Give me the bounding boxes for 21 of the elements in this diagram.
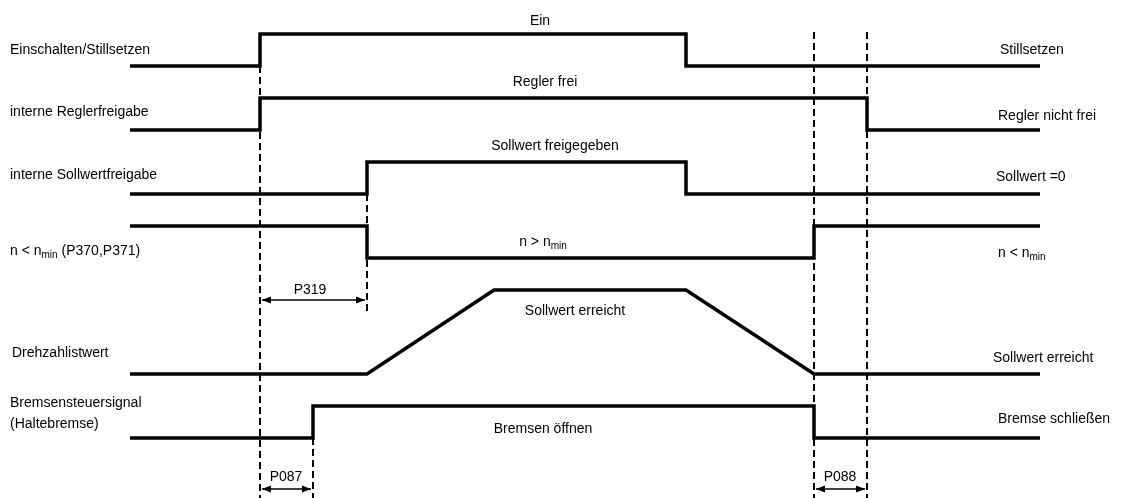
state-label: Bremse schließen <box>998 410 1111 426</box>
state-label: Ein <box>529 12 551 28</box>
state-label: Bremsen öffnen <box>493 420 593 436</box>
state-label: Stillsetzen <box>1000 41 1064 57</box>
state-label: Sollwert erreicht <box>524 302 626 318</box>
state-label: n > n$_{min}$ <box>519 233 567 249</box>
signal-label: Bremsensteuersignal (Haltebremse) <box>10 393 143 433</box>
state-label: Regler nicht frei <box>998 107 1097 123</box>
signal-label: interne Reglerfreigabe <box>10 103 149 119</box>
signal-label: Drehzahlistwert <box>12 344 109 360</box>
state-label: Sollwert erreicht <box>993 349 1094 365</box>
state-label: Sollwert =0 <box>996 168 1066 184</box>
signal-label: interne Sollwertfreigabe <box>10 166 158 182</box>
state-label: Regler frei <box>512 73 578 89</box>
dimension-label: P088 <box>823 468 857 484</box>
dimension-label: P319 <box>293 281 327 297</box>
signal-label: n < n$_{min}$ (P370,P371) <box>10 242 141 258</box>
dimension-label: P087 <box>269 468 303 484</box>
state-label: n < n$_{min}$ <box>998 244 1046 260</box>
state-label: Sollwert freigegeben <box>491 137 619 153</box>
signal-label: Einschalten/Stillsetzen <box>10 41 151 57</box>
